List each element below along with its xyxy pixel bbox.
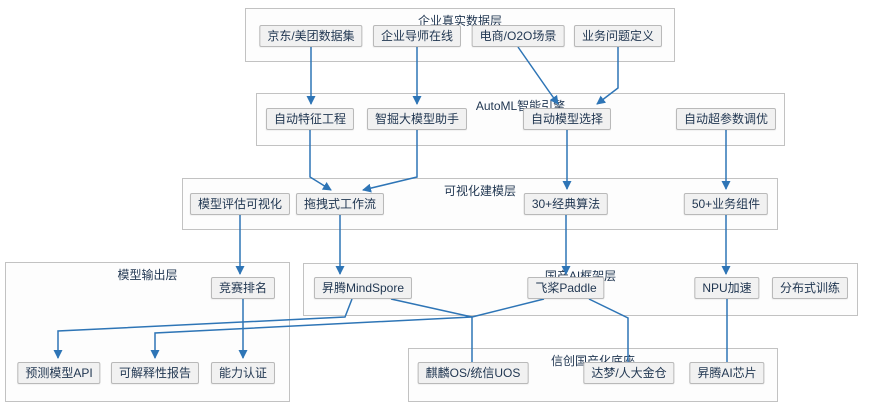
layer-title: 模型输出层 [117, 268, 178, 282]
node-model-eval-visualization: 模型评估可视化 [189, 193, 291, 215]
node-capability-certification: 能力认证 [210, 362, 276, 384]
node-llm-assistant: 智掘大模型助手 [366, 108, 468, 130]
node-drag-drop-workflow: 拖拽式工作流 [295, 193, 385, 215]
node-distributed-training: 分布式训练 [771, 277, 849, 299]
node-enterprise-mentor-online: 企业导师在线 [372, 25, 462, 47]
node-prediction-model-api: 预测模型API [17, 362, 101, 384]
node-ascend-mindspore: 昇腾MindSpore [313, 277, 413, 299]
layer-title: 企业真实数据层 [417, 14, 503, 28]
node-competition-ranking: 竞赛排名 [210, 277, 276, 299]
node-auto-model-selection: 自动模型选择 [522, 108, 612, 130]
layer-title: 可视化建模层 [443, 184, 517, 198]
node-50-business-components: 50+业务组件 [683, 193, 769, 215]
node-30-classic-algorithms: 30+经典算法 [523, 193, 609, 215]
node-explainability-report: 可解释性报告 [110, 362, 200, 384]
node-business-problem-definition: 业务问题定义 [573, 25, 663, 47]
node-kylin-uos: 麒麟OS/统信UOS [417, 362, 529, 384]
node-npu-acceleration: NPU加速 [694, 277, 760, 299]
node-auto-feature-engineering: 自动特征工程 [265, 108, 355, 130]
node-jd-meituan-dataset: 京东/美团数据集 [259, 25, 363, 47]
node-ascend-ai-chip: 昇腾AI芯片 [689, 362, 765, 384]
node-paddle: 飞桨Paddle [527, 277, 605, 299]
node-dameng-kingbase: 达梦/人大金仓 [583, 362, 675, 384]
node-ecommerce-o2o-scene: 电商/O2O场景 [471, 25, 565, 47]
node-auto-hyperparameter-tuning: 自动超参数调优 [675, 108, 777, 130]
